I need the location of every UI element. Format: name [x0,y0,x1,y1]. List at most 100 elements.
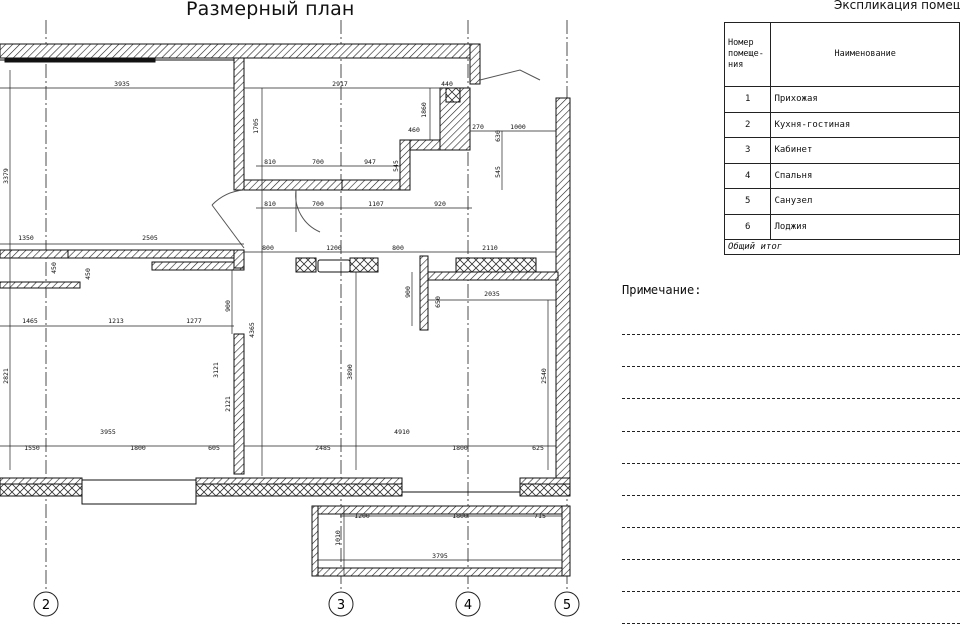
note-line[interactable] [622,591,960,592]
dimension-label: 450 [50,262,58,274]
dimension-label: 2110 [482,244,498,252]
note-line[interactable] [622,559,960,560]
axis-label: 5 [563,598,571,613]
dimension-label: 650 [434,296,442,308]
header-room-number: Номер помеще- ния [723,22,772,87]
dimension-label: 2121 [224,396,232,412]
axis-label: 4 [464,598,472,613]
room-number: 1 [723,86,772,113]
dimension-label: 545 [494,166,502,178]
dimension-label: 3121 [212,362,220,378]
dimension-label: 270 [472,123,484,131]
dimension-label: 1107 [368,200,384,208]
room-number: 5 [723,188,772,215]
dimension-label: 1200 [326,244,342,252]
dimension-label: 1465 [22,317,38,325]
note-line[interactable] [622,463,960,464]
explication-title: Экспликация помеще [834,0,960,12]
dimension-label: 545 [392,160,400,172]
dimension-label: 1010 [334,530,342,546]
dimension-label: 1800 [452,512,468,520]
header-line: ния [728,60,744,70]
header-line: помеще- [728,49,764,59]
note-line[interactable] [622,431,960,432]
total-row: Общий итог [724,239,960,255]
room-name: Кухня-гостиная [770,111,960,138]
axis-label: 3 [337,598,345,613]
dimension-label: 1705 [252,118,260,134]
dimension-label: 1277 [186,317,202,325]
dimension-label: 900 [224,300,232,312]
room-name: Санузел [770,188,960,215]
dimension-label: 460 [408,126,420,134]
axis-bubbles [33,591,580,617]
dimension-label: 4365 [248,322,256,338]
room-number: 2 [723,111,772,138]
dimension-label: 1350 [18,234,34,242]
dimension-label: 700 [312,158,324,166]
dimension-label: 440 [441,80,453,88]
note-label: Примечание: [622,283,702,297]
dimension-label: 3955 [100,428,116,436]
table-header-row: Номер помеще- ния Наименование [723,22,960,87]
walls [0,43,571,577]
room-name: Кабинет [770,137,960,164]
dimension-label: 1800 [452,444,468,452]
room-number: 6 [723,213,772,240]
room-name: Спальня [770,162,960,189]
total-label: Общий итог [724,239,960,255]
plan-title: Размерный план [186,0,355,20]
dimension-label: 810 [264,158,276,166]
dimension-label: 900 [404,286,412,298]
dimension-label: 920 [434,200,446,208]
dimension-label: 715 [534,512,546,520]
room-name: Прихожая [770,86,960,113]
dimension-lines [0,70,562,576]
axis-label: 2 [42,598,50,613]
room-number: 3 [723,137,772,164]
dimension-labels: 3935 2917 440 1705 1860 460 270 1000 630… [2,80,548,560]
header-line: Номер [728,38,754,48]
room-name: Лоджия [770,213,960,240]
note-line[interactable] [622,495,960,496]
dimension-label: 1800 [130,444,146,452]
dimension-label: 630 [494,130,502,142]
header-room-name: Наименование [770,22,960,87]
dimension-label: 625 [532,444,544,452]
room-number: 4 [723,162,772,189]
dimension-label: 2917 [332,80,348,88]
inner-outline [0,57,541,505]
dimension-label: 947 [364,158,376,166]
note-line[interactable] [622,398,960,399]
dimension-label: 3379 [2,168,10,184]
note-line[interactable] [622,366,960,367]
dimension-label: 800 [392,244,404,252]
note-line[interactable] [622,527,960,528]
dimension-label: 2485 [315,444,331,452]
dimension-label: 3890 [346,364,354,380]
note-line[interactable] [622,334,960,335]
dimension-label: 450 [84,268,92,280]
dimension-label: 3935 [114,80,130,88]
dimension-label: 4910 [394,428,410,436]
insulation-blocks [0,87,571,497]
dimension-label: 2035 [484,290,500,298]
dimension-label: 1550 [24,444,40,452]
floor-plan-drawing: 2 3 4 5 [0,20,580,617]
dimension-label: 3795 [432,552,448,560]
dimension-label: 1000 [510,123,526,131]
dimension-label: 700 [312,200,324,208]
dimension-label: 810 [264,200,276,208]
dimension-label: 800 [262,244,274,252]
dimension-label: 605 [208,444,220,452]
dimension-label: 2540 [540,368,548,384]
dimension-label: 1200 [354,512,370,520]
note-line[interactable] [622,623,960,624]
dimension-label: 2821 [2,368,10,384]
